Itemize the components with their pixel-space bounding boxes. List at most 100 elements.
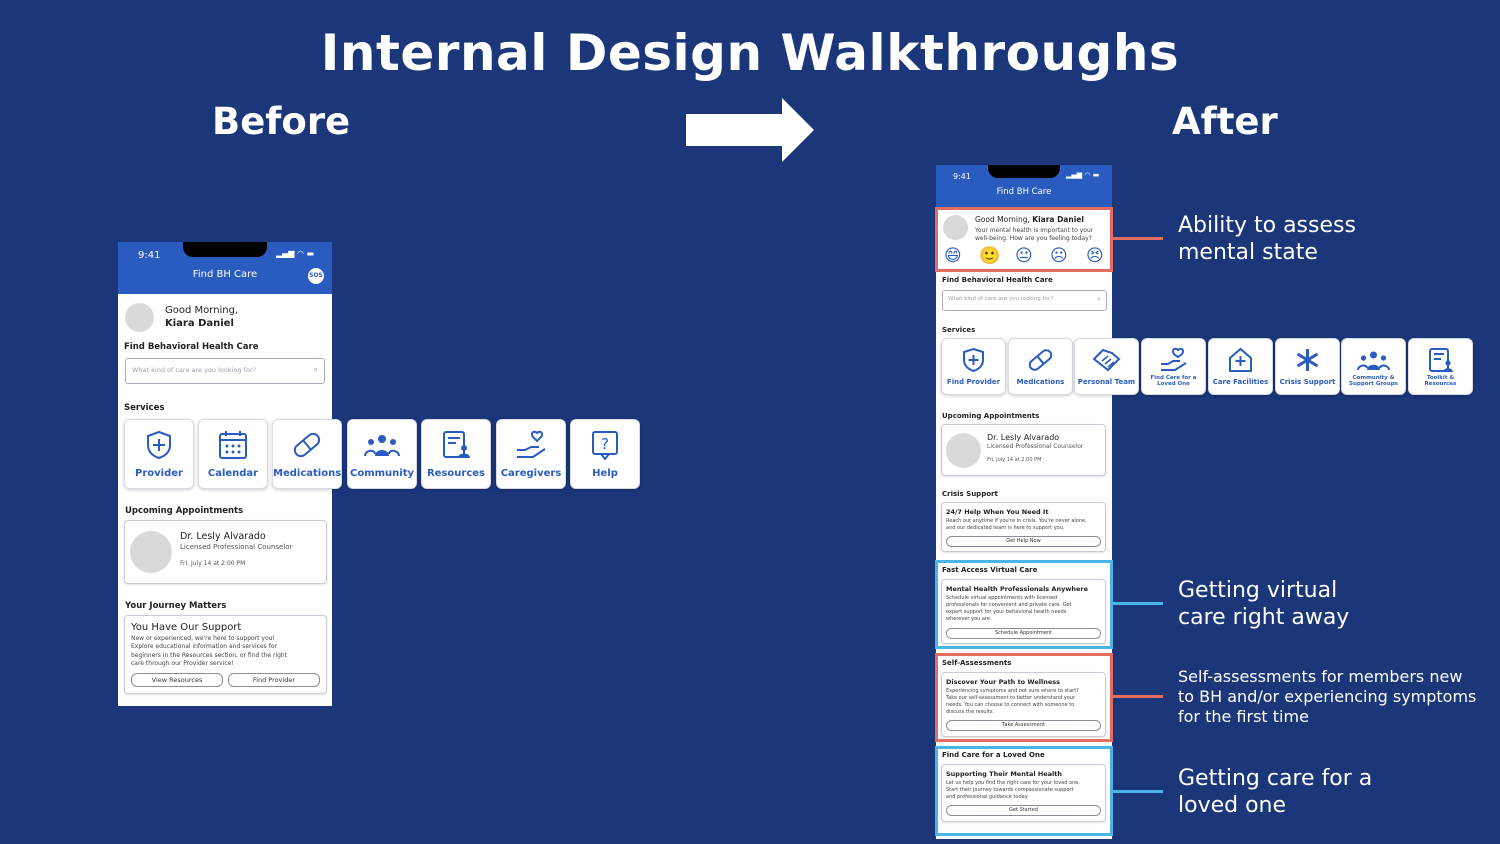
service-label: Caregivers [500,468,562,479]
sos-button[interactable]: SOS [308,268,324,284]
greeting: Good Morning, Kiara Daniel [975,215,1084,224]
annotation-line: Getting virtual [1178,578,1338,603]
service-label: Crisis Support [1279,378,1336,386]
self-body-line: needs. You can choose to connect with so… [946,702,1075,708]
highlight-mood [935,207,1113,272]
virtual-title: Mental Health Professionals Anywhere [946,585,1088,593]
service-personal-team[interactable]: Personal Team [1074,338,1139,395]
annotation-line: Self-assessments for members new [1178,667,1463,686]
virtual-body-line: professionals for convenient and private… [946,602,1072,608]
avatar[interactable] [943,215,968,240]
take-assessment-button[interactable]: Take Assessment [946,720,1101,731]
document-person-icon [443,431,470,458]
service-label: Calendar [207,468,259,479]
service-label: Community & Support Groups [1349,375,1398,387]
people-group-icon [1357,351,1390,371]
provider-role: Licensed Professional Counselor [180,543,293,551]
appointment-time: Fri, July 14 at 2:00 PM [180,560,246,567]
service-help[interactable]: ? Help [570,419,640,489]
service-label: Medications [273,468,342,479]
asterisk-icon [1296,349,1319,371]
service-provider[interactable]: Provider [124,419,194,489]
handshake-icon [1092,348,1121,372]
get-help-now-button[interactable]: Get Help Now [946,536,1101,547]
provider-avatar [130,531,172,573]
highlight-self-assessment [935,653,1113,742]
status-icons: ▂▄▆ ◠ ▬ [276,249,315,258]
before-header: 9:41 ▂▄▆ ◠ ▬ Find BH Care SOS [118,242,332,294]
service-calendar[interactable]: Calendar [198,419,268,489]
mood-prompt: well-being. How are you feeling today? [975,235,1092,242]
services-label: Services [124,403,165,413]
provider-avatar [946,433,981,468]
annotation-line: for the first time [1178,707,1309,726]
crisis-body-line: Reach out anytime if you're in crisis. Y… [946,518,1087,524]
status-time: 9:41 [953,172,971,181]
connector-line [1113,695,1163,698]
service-caregivers[interactable]: Caregivers [496,419,566,489]
appointment-card[interactable]: Dr. Lesly Alvarado Licensed Professional… [941,424,1106,476]
appointment-card[interactable]: Dr. Lesly Alvarado Licensed Professional… [124,520,327,584]
journey-title: You Have Our Support [131,622,242,633]
service-toolkit-resources[interactable]: Toolkit & Resources [1408,338,1473,395]
annotation-line: to BH and/or experiencing symptoms [1178,687,1477,706]
loved-body-line: Start their journey towards compassionat… [946,787,1074,793]
journey-label: Your Journey Matters [125,601,227,611]
get-started-button[interactable]: Get Started [946,805,1101,816]
schedule-appointment-button[interactable]: Schedule Appointment [946,628,1101,639]
journey-body-line: care through our Provider service! [131,660,234,667]
crisis-card: 24/7 Help When You Need It Reach out any… [941,502,1106,552]
service-crisis-support[interactable]: Crisis Support [1275,338,1340,395]
services-label: Services [942,326,976,334]
service-label: Find Care for a Loved One [1150,375,1197,387]
mood-very-happy-icon[interactable]: 😄 [944,246,962,266]
search-icon: ⌕ [313,365,318,374]
journey-body-line: beginners in the Resources section, or f… [131,652,288,659]
slide-title: Internal Design Walkthroughs [320,24,1180,82]
annotation-line: Ability to assess [1178,213,1356,238]
view-resources-button[interactable]: View Resources [131,673,223,687]
journey-body-line: New or experienced, we're here to suppor… [131,635,275,642]
service-label: Care Facilities [1212,378,1269,386]
provider-name: Dr. Lesly Alvarado [180,531,266,542]
loved-title: Supporting Their Mental Health [946,770,1063,778]
search-input[interactable]: What kind of care are you looking for? ⌕ [125,358,325,384]
crisis-body-line: and our dedicated team is here to suppor… [946,525,1065,531]
svg-text:?: ? [601,435,609,453]
mood-happy-icon[interactable]: 🙂 [979,246,1001,266]
virtual-body-line: Schedule virtual appointments with licen… [946,595,1058,601]
virtual-care-label: Fast Access Virtual Care [942,566,1038,574]
annotation-line: Getting care for a [1178,766,1373,791]
loved-body-line: Let us help you find the right care for … [946,780,1080,786]
annotation-line: care right away [1178,605,1350,630]
provider-name: Dr. Lesly Alvarado [987,433,1060,442]
service-medications[interactable]: Medications [272,419,342,489]
service-community[interactable]: Community [347,419,417,489]
search-placeholder: What kind of care are you looking for? [948,296,1054,302]
service-label: Personal Team [1077,378,1136,386]
service-care-facilities[interactable]: Care Facilities [1208,338,1273,395]
hand-heart-icon [1161,347,1187,371]
greeting: Good Morning, [165,305,239,316]
connector-line [1113,790,1163,793]
service-resources[interactable]: Resources [421,419,491,489]
avatar[interactable] [125,303,154,332]
service-find-care-loved-one[interactable]: Find Care for a Loved One [1141,338,1206,395]
search-input[interactable]: What kind of care are you looking for? ⌕ [942,290,1107,311]
mood-prompt: Your mental health is important to your [975,227,1094,234]
search-placeholder: What kind of care are you looking for? [132,366,257,374]
after-phone: 9:41 ▂▄▆ ◠ ▬ Find BH Care Good Morning, … [936,165,1112,839]
service-community-support-groups[interactable]: Community & Support Groups [1341,338,1406,395]
mood-sad-icon[interactable]: ☹ [1050,246,1068,266]
find-provider-button[interactable]: Find Provider [228,673,320,687]
service-find-provider[interactable]: Find Provider [941,338,1006,395]
mood-very-sad-icon[interactable]: 😣 [1086,246,1104,266]
status-time: 9:41 [138,250,161,261]
mood-neutral-icon[interactable]: 😐 [1015,246,1033,266]
app-title: Find BH Care [192,269,258,280]
loved-one-card: Supporting Their Mental Health Let us he… [941,764,1106,822]
after-label: After [1172,100,1278,143]
service-medications[interactable]: Medications [1008,338,1073,395]
pill-icon [1028,349,1053,371]
annotation-mental-state: Ability to assess mental state [1178,212,1356,266]
